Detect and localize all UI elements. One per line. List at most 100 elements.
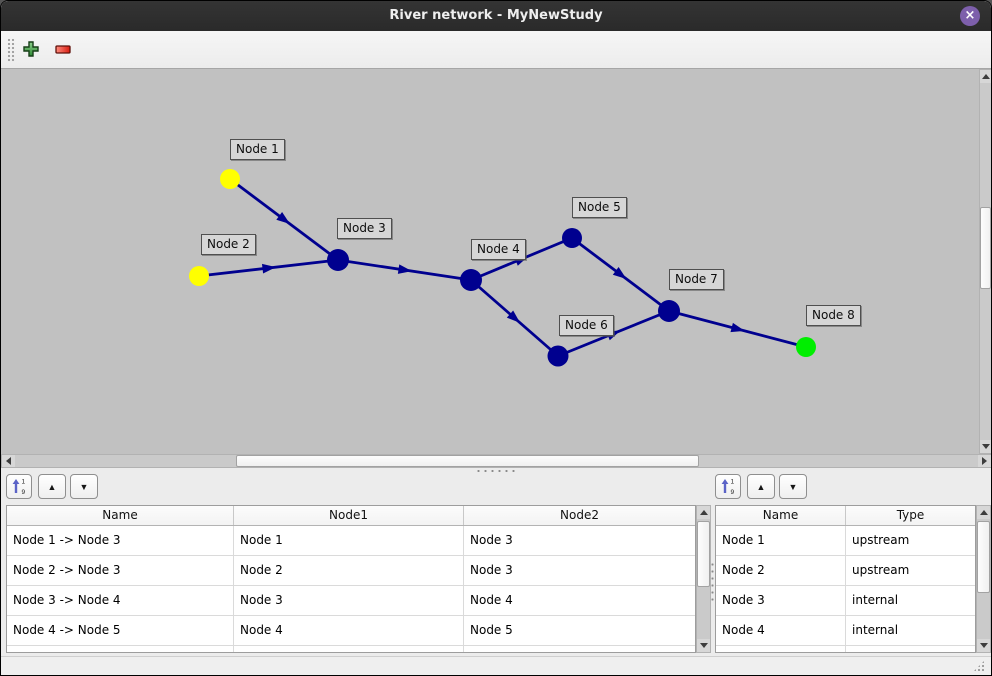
network-node[interactable] [562,228,582,248]
table-cell[interactable]: upstream [852,563,910,577]
column-header[interactable]: Name [7,506,234,525]
arrow-up-icon: ▲ [756,481,766,492]
table-cell[interactable]: Node 4 -> Node 5 [7,616,234,645]
node-table-sort-button[interactable]: 1 9 [715,474,741,499]
network-node[interactable] [658,300,680,322]
resize-grip[interactable] [973,660,985,672]
table-cell [716,646,846,652]
table-cell[interactable]: Node 1 [234,526,464,555]
table-cell[interactable]: Node 3 [234,586,464,615]
vscroll-thumb[interactable] [977,521,990,593]
table-cell[interactable]: Node 4 [470,593,513,607]
scroll-left-button[interactable] [2,455,15,467]
table-cell[interactable]: internal [852,623,899,637]
edge-arrow-icon [397,264,412,274]
edge-move-down-button[interactable]: ▼ [70,474,98,499]
sort-numeric-icon: 1 9 [719,477,737,497]
edge-arrow-icon [730,322,745,333]
table-header-row: Name Type [716,506,975,526]
scroll-down-button[interactable] [980,440,991,453]
network-node[interactable] [220,169,240,189]
triangle-up-icon [699,510,708,515]
network-node[interactable] [189,266,209,286]
arrow-down-icon: ▼ [788,481,798,492]
vertical-splitter-handle[interactable] [710,561,715,603]
network-node[interactable] [796,337,816,357]
node-move-down-button[interactable]: ▼ [779,474,807,499]
remove-node-button[interactable] [52,39,74,61]
table-cell[interactable]: internal [852,593,899,607]
river-network-diagram[interactable] [1,69,979,454]
scroll-up-button[interactable] [977,506,990,519]
table-row[interactable]: Node 2 upstream [716,556,975,586]
horizontal-splitter-handle[interactable] [475,469,515,473]
column-header[interactable]: Node1 [234,506,464,525]
node-move-up-button[interactable]: ▲ [747,474,775,499]
triangle-down-icon [979,643,988,648]
node-label: Node 6 [559,315,614,336]
table-row[interactable]: Node 3 internal [716,586,975,616]
hscroll-thumb[interactable] [236,455,699,467]
table-cell[interactable]: Node 5 [470,623,513,637]
table-cell[interactable]: Node 3 -> Node 4 [7,586,234,615]
table-cell[interactable]: Node 2 [234,556,464,585]
node-label: Node 1 [230,139,285,160]
svg-text:9: 9 [22,489,26,495]
table-cell[interactable]: Node 3 [716,586,846,615]
node-table-vscrollbar [976,505,991,653]
edge-table-sort-button[interactable]: 1 9 [6,474,32,499]
arrow-up-icon: ▲ [47,481,57,492]
close-icon: × [964,8,976,23]
table-cell[interactable]: Node 4 [234,616,464,645]
network-node[interactable] [327,249,349,271]
table-cell[interactable]: Node 4 [716,616,846,645]
triangle-up-icon [981,74,990,79]
table-cell[interactable]: Node 3 [470,563,513,577]
scroll-right-button[interactable] [978,455,991,467]
node-label: Node 7 [669,269,724,290]
network-node[interactable] [460,269,482,291]
edge-arrow-icon [612,267,627,280]
network-node[interactable] [547,345,569,367]
table-row[interactable]: Node 1 upstream [716,526,975,556]
column-header[interactable]: Type [896,508,925,522]
title-bar[interactable]: River network - MyNewStudy × [1,1,991,31]
table-cell[interactable]: upstream [852,533,910,547]
svg-text:1: 1 [22,478,26,485]
scroll-down-button[interactable] [977,639,990,652]
triangle-down-icon [699,643,708,648]
close-button[interactable]: × [960,6,980,26]
table-cell[interactable]: Node 1 [716,526,846,555]
window-title: River network - MyNewStudy [389,8,603,23]
node-label: Node 3 [337,218,392,239]
vscroll-thumb[interactable] [980,207,991,289]
add-node-button[interactable] [20,39,42,61]
edge-arrow-icon [261,263,276,274]
table-row-partial [7,646,695,652]
table-row[interactable]: Node 4 internal [716,616,975,646]
column-header[interactable]: Node2 [560,508,599,522]
scroll-down-button[interactable] [697,639,710,652]
table-cell[interactable]: Node 2 [716,556,846,585]
table-cell[interactable]: Node 1 -> Node 3 [7,526,234,555]
canvas-vscrollbar [979,69,991,454]
scroll-up-button[interactable] [697,506,710,519]
edge-move-up-button[interactable]: ▲ [38,474,66,499]
table-cell [464,646,695,652]
table-cell[interactable]: Node 3 [470,533,513,547]
vscroll-thumb[interactable] [697,521,710,587]
minus-icon [54,40,72,61]
node-label: Node 5 [572,197,627,218]
scroll-up-button[interactable] [980,70,991,83]
toolbar-drag-handle[interactable] [7,38,16,62]
table-row-partial [716,646,975,652]
column-header[interactable]: Name [716,506,846,525]
table-cell[interactable]: Node 2 -> Node 3 [7,556,234,585]
